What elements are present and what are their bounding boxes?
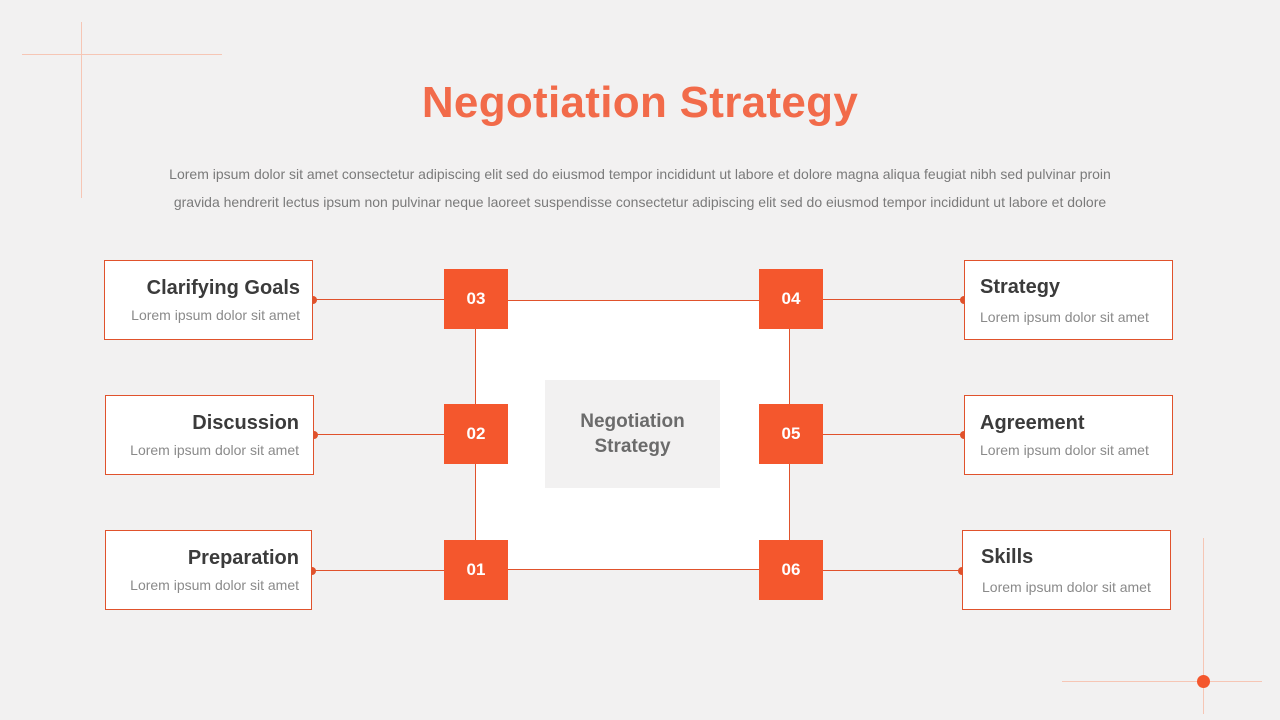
connector-line-06 (823, 570, 962, 571)
connector-line-02 (313, 434, 444, 435)
step-card-strategy: Strategy Lorem ipsum dolor sit amet (964, 260, 1173, 340)
step-card-clarifying-goals: Clarifying Goals Lorem ipsum dolor sit a… (104, 260, 313, 340)
center-label-line-2: Strategy (594, 436, 671, 457)
decor-line-bottom-vertical (1203, 538, 1204, 714)
step-title: Strategy (980, 276, 1061, 298)
step-number-03: 03 (444, 269, 508, 329)
step-title: Skills (981, 546, 1034, 568)
connector-dot-03 (309, 296, 317, 304)
decor-line-top-horizontal (22, 54, 222, 55)
connector-line-04 (823, 299, 964, 300)
connector-dot-01 (308, 567, 316, 575)
page-title: Negotiation Strategy (421, 78, 859, 127)
connector-dot-02 (310, 431, 318, 439)
step-number-04: 04 (759, 269, 823, 329)
step-card-preparation: Preparation Lorem ipsum dolor sit amet (105, 530, 312, 610)
step-number-06: 06 (759, 540, 823, 600)
page-subtitle: Lorem ipsum dolor sit amet consectetur a… (140, 160, 1140, 216)
subtitle-line-1: Lorem ipsum dolor sit amet consectetur a… (169, 166, 1111, 182)
step-number-05: 05 (759, 404, 823, 464)
step-title: Preparation (187, 547, 299, 569)
step-number-02: 02 (444, 404, 508, 464)
decor-line-bottom-horizontal (1062, 681, 1262, 682)
step-description: Lorem ipsum dolor sit amet (130, 577, 299, 593)
connector-line-01 (311, 570, 444, 571)
step-card-discussion: Discussion Lorem ipsum dolor sit amet (105, 395, 314, 475)
connector-line-03 (313, 299, 444, 300)
connector-line-05 (823, 434, 964, 435)
step-description: Lorem ipsum dolor sit amet (980, 442, 1149, 458)
center-label-box: Negotiation Strategy (545, 380, 720, 488)
step-number-01: 01 (444, 540, 508, 600)
step-card-skills: Skills Lorem ipsum dolor sit amet (962, 530, 1171, 610)
step-title: Discussion (192, 412, 299, 434)
step-description: Lorem ipsum dolor sit amet (131, 307, 300, 323)
center-label-line-1: Negotiation (580, 411, 685, 432)
decor-line-top-vertical (81, 22, 82, 198)
step-card-agreement: Agreement Lorem ipsum dolor sit amet (964, 395, 1173, 475)
decor-dot (1197, 675, 1210, 688)
step-description: Lorem ipsum dolor sit amet (980, 309, 1149, 325)
step-description: Lorem ipsum dolor sit amet (130, 442, 299, 458)
subtitle-line-2: gravida hendrerit lectus ipsum non pulvi… (173, 194, 1107, 210)
step-title: Clarifying Goals (146, 277, 300, 299)
step-title: Agreement (980, 412, 1085, 434)
step-description: Lorem ipsum dolor sit amet (982, 579, 1151, 595)
